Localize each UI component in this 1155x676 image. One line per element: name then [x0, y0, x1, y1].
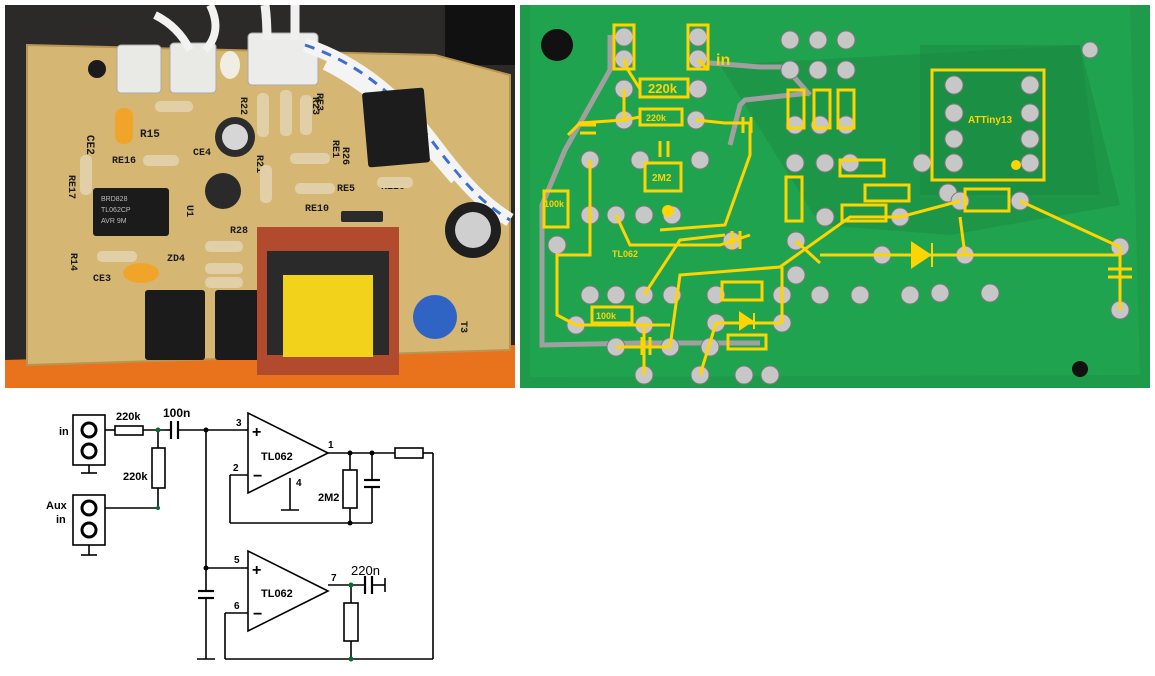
overlay-diodes — [739, 241, 933, 331]
label-c-input: 100n — [163, 406, 190, 420]
component-side-photo: R15 CE2 RE16 RE17 CE4 R22 R23 R21 RE1 R6… — [5, 5, 515, 388]
opamp1-plus: + — [252, 424, 261, 441]
label-pin3: 3 — [236, 418, 242, 429]
pcb-trace-side: in 220k 220k 2M2 100k TL062 100k ATTiny1… — [520, 5, 1150, 388]
opamp1-minus: − — [253, 468, 262, 485]
label-aux-2: in — [56, 514, 66, 526]
silk-u1: U1 — [183, 205, 194, 217]
r-shunt-220k — [151, 447, 166, 489]
ic-chips: BRD828 TL062CP AVR 9M — [93, 87, 430, 360]
label-pin6: 6 — [234, 601, 240, 612]
chip-marking-2: TL062CP — [101, 207, 131, 214]
label-in: in — [59, 426, 69, 438]
silk-r22: R22 — [237, 97, 248, 115]
label-r-feedback: 2M2 — [318, 492, 339, 504]
chip-marking-3: AVR 9M — [101, 218, 127, 225]
label-pin1: 1 — [328, 440, 334, 451]
pcb-label-in: in — [716, 52, 730, 69]
label-pin5: 5 — [234, 555, 240, 566]
pcb-label-220k-mid: 220k — [646, 113, 667, 123]
label-opamp2: TL062 — [261, 588, 293, 600]
silk-r15: R15 — [140, 129, 160, 141]
silk-ce2: CE2 — [83, 135, 95, 155]
junctions — [155, 427, 375, 662]
label-r-shunt: 220k — [123, 471, 148, 483]
silk-r26: R26 — [339, 147, 350, 165]
label-c-output: 220n — [351, 563, 380, 578]
silk-re16: RE16 — [112, 156, 136, 167]
pcb-label-100k-left: 100k — [544, 199, 565, 209]
pcb-label-100k-bottom: 100k — [596, 311, 617, 321]
opamp2-plus: + — [252, 562, 261, 579]
label-pin2: 2 — [233, 463, 239, 474]
r-feedback-2m2 — [342, 469, 358, 509]
silk-ce4: CE4 — [193, 148, 211, 159]
label-opamp1: TL062 — [261, 451, 293, 463]
silk-r14: R14 — [67, 253, 78, 271]
r-output-2 — [343, 602, 359, 642]
silk-ce3: CE3 — [93, 274, 111, 285]
schematic-diagram: in Aux in 220k 220k 100n 3 2 1 4 5 6 7 +… — [0, 393, 520, 676]
label-aux-1: Aux — [46, 500, 68, 512]
opamp2-minus: − — [253, 606, 262, 623]
chip-marking-1: BRD828 — [101, 196, 128, 203]
pcb-label-attiny13: ATTiny13 — [968, 115, 1013, 126]
capacitors — [115, 108, 501, 339]
silk-r28: R28 — [230, 226, 248, 237]
silk-re1: RE1 — [329, 140, 340, 158]
resistors — [80, 90, 413, 288]
overlay-caps — [580, 117, 1132, 355]
r-series-220k — [114, 425, 144, 436]
opamp-2 — [247, 549, 330, 633]
silk-t3: T3 — [457, 321, 468, 333]
silk-re10: RE10 — [305, 204, 329, 215]
r-output-1 — [394, 447, 424, 459]
pcb-label-tl062: TL062 — [612, 249, 638, 259]
transformer — [257, 227, 399, 375]
opamp-1 — [247, 411, 330, 495]
pcb-label-220k-top: 220k — [648, 81, 678, 96]
silk-r23: R23 — [309, 97, 320, 115]
label-pin4: 4 — [296, 478, 302, 489]
silk-zd4: ZD4 — [167, 254, 185, 265]
label-pin7: 7 — [331, 573, 337, 584]
schematic-wires — [72, 411, 434, 660]
silk-re5: RE5 — [337, 184, 355, 195]
silk-re17: RE17 — [65, 175, 76, 199]
silk-r21: R21 — [253, 155, 264, 173]
label-r-series: 220k — [116, 411, 141, 423]
silk-re3: RE3 — [313, 93, 324, 111]
pcb-label-2m2: 2M2 — [652, 173, 672, 184]
